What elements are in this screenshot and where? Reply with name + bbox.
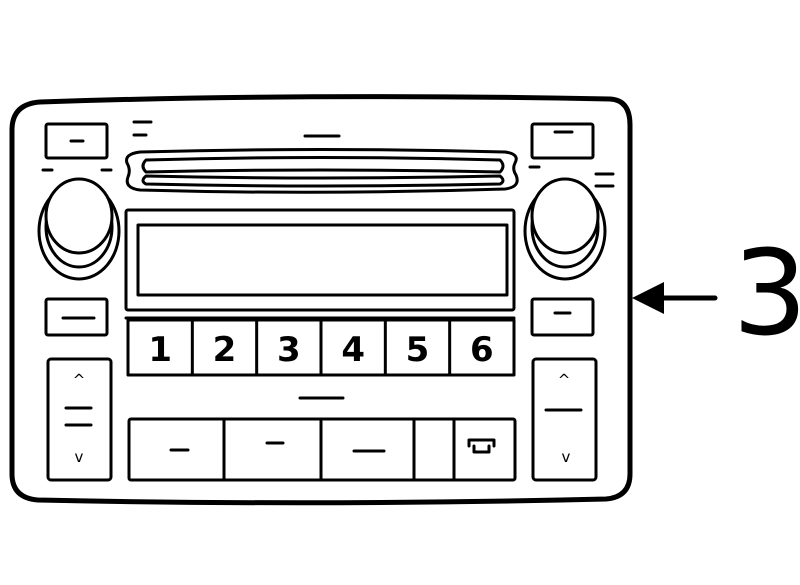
left-arrow-icon [632, 282, 718, 314]
display-screen [136, 223, 509, 297]
label-dashes [41, 120, 615, 400]
top-left-button[interactable] [44, 122, 109, 160]
right-seek-up-icon[interactable]: ^ [558, 371, 571, 389]
preset-button-3[interactable]: 3 [255, 318, 301, 377]
preset-button-4[interactable]: 4 [319, 318, 365, 377]
preset-label-4: 4 [341, 330, 365, 370]
left-mid-button[interactable] [44, 297, 109, 337]
preset-button-2[interactable]: 2 [190, 318, 237, 377]
right-seek-down-icon[interactable]: v [562, 448, 571, 466]
right-mid-button[interactable] [530, 297, 595, 337]
left-knob-icon[interactable] [37, 177, 121, 281]
radio-housing [9, 94, 633, 506]
left-seek-down-icon[interactable]: v [75, 448, 84, 466]
preset-button-5[interactable]: 5 [383, 318, 430, 377]
cd-slot [125, 148, 519, 194]
eject-icon[interactable] [467, 438, 496, 454]
preset-label-6: 6 [470, 330, 494, 370]
right-knob-icon[interactable] [523, 177, 607, 281]
preset-button-6[interactable]: 6 [448, 318, 494, 377]
preset-label-5: 5 [406, 330, 430, 370]
left-seek-up-icon[interactable]: ^ [73, 371, 86, 389]
preset-label-1: 1 [148, 330, 172, 370]
preset-button-1[interactable]: 1 [148, 330, 172, 370]
right-seek-rocker[interactable]: ^ v [531, 357, 598, 482]
display-frame [124, 208, 516, 312]
preset-label-2: 2 [213, 330, 237, 370]
preset-label-3: 3 [277, 330, 301, 370]
left-seek-rocker[interactable]: ^ v [46, 357, 113, 482]
bottom-button-row [127, 417, 517, 482]
callout-number: 3 [732, 224, 800, 362]
top-right-button[interactable] [530, 122, 595, 160]
